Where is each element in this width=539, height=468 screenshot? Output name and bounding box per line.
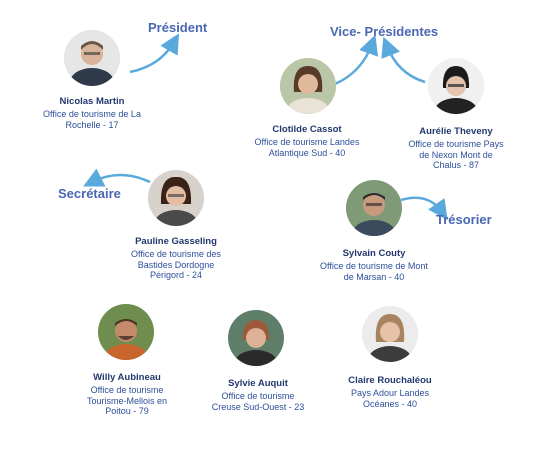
avatar-sylvie-auquit — [228, 310, 284, 366]
avatar-pauline-gasseling — [148, 170, 204, 226]
member-name: Sylvain Couty — [342, 248, 406, 259]
role-president: Président — [148, 20, 208, 35]
member-name: Nicolas Martin — [59, 96, 125, 107]
member-name: Pauline Gasseling — [135, 236, 217, 247]
member-name: Willy Aubineau — [93, 372, 161, 383]
role-treasurer: Trésorier — [436, 212, 492, 227]
member-name: Sylvie Auquit — [228, 378, 288, 389]
role-secretary: Secrétaire — [58, 186, 121, 201]
avatar-willy-aubineau — [98, 304, 154, 360]
arrow-vice-right — [381, 36, 426, 84]
member-name: Clotilde Cassot — [272, 124, 342, 135]
avatar-claire-rouchaleou — [362, 306, 418, 362]
arrow-vice-left — [334, 34, 379, 86]
avatar-sylvain-couty — [346, 180, 402, 236]
avatar-aurelie-theveny — [428, 58, 484, 114]
avatar-clotilde-cassot — [280, 58, 336, 114]
arrow-secretary — [83, 168, 151, 187]
arrow-president — [129, 33, 180, 74]
member-name: Aurélie Theveny — [419, 126, 493, 137]
arrow-treasurer — [400, 196, 448, 221]
role-vice-presidents: Vice- Présidentes — [330, 24, 439, 39]
member-name: Claire Rouchaléou — [348, 375, 432, 386]
avatar-nicolas-martin — [64, 30, 120, 86]
